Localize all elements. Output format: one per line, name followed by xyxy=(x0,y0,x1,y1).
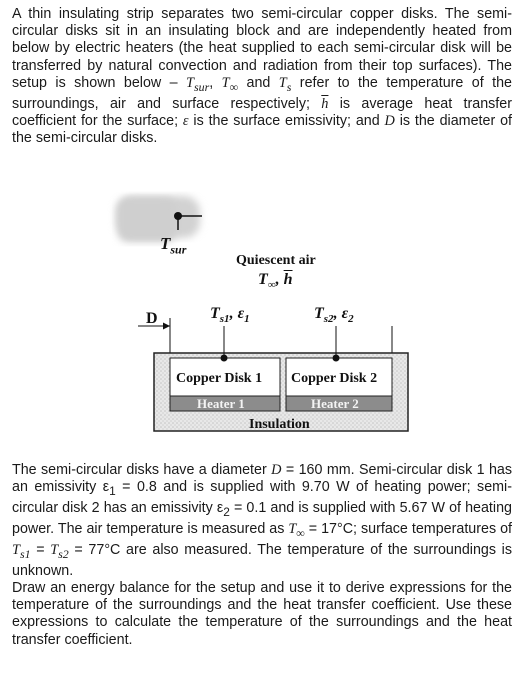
given-text-b: = 160 mm. Semi-circular disk 1 has an em… xyxy=(12,462,513,496)
setup-diagram: Tsur Quiescent air T∞, h D Ts1, ε1 Ts2, … xyxy=(0,190,522,452)
separator: , xyxy=(209,74,222,91)
heater-1-label: Heater 1 xyxy=(197,396,245,411)
given-text-a: The semi-circular disks have a diameter xyxy=(12,462,272,478)
disk-2-label: Copper Disk 2 xyxy=(291,371,378,386)
tsur-label: Tsur xyxy=(160,234,187,257)
intro-text-d: is the surface emissivity; and xyxy=(188,113,385,130)
disk-1-label: Copper Disk 1 xyxy=(176,371,263,386)
ts2-node xyxy=(332,354,340,362)
intro-paragraph: A thin insulating strip separates two se… xyxy=(12,6,512,147)
ts2-symbol: Ts2 xyxy=(50,542,69,562)
tinf-symbol: T∞ xyxy=(288,521,305,541)
air-properties-label: T∞, h xyxy=(258,271,293,292)
epsilon-1-symbol: ε1 xyxy=(102,479,116,499)
task-paragraph: Draw an energy balance for the setup and… xyxy=(12,580,512,648)
ts2-eps2-label: Ts2, ε2 xyxy=(314,305,354,326)
ts1-eps1-label: Ts1, ε1 xyxy=(210,305,250,326)
heater-2 xyxy=(285,395,393,412)
epsilon-symbol: ε xyxy=(182,113,189,130)
ts1-symbol: Ts1 xyxy=(12,542,31,562)
intro-text-a: A thin insulating strip separates two se… xyxy=(12,6,512,91)
intro-text-c: is average heat transfer coefficient for… xyxy=(12,95,512,130)
diameter-label: D xyxy=(146,310,158,327)
given-text-d: = 0.1 and is supplied with 5.67 W of hea… xyxy=(12,500,512,538)
separator: and xyxy=(238,74,279,91)
given-data-paragraph: The semi-circular disks have a diameter … xyxy=(12,462,512,581)
given-text-f: = xyxy=(30,542,51,559)
heater-1 xyxy=(169,395,281,412)
insulation-label: Insulation xyxy=(249,417,310,432)
intro-text-b: refer to the temperature of the surround… xyxy=(12,74,512,112)
tinf-symbol: T∞ xyxy=(221,74,239,94)
surroundings-node xyxy=(174,212,182,220)
quiescent-air-label: Quiescent air xyxy=(236,253,316,268)
copper-disk-2 xyxy=(285,357,393,397)
surroundings-shape xyxy=(116,196,200,242)
diameter-symbol: D xyxy=(271,462,282,478)
hbar-symbol: h xyxy=(321,95,329,112)
ts-symbol: Ts xyxy=(278,74,292,94)
diameter-arrowhead xyxy=(163,322,170,330)
epsilon-2-symbol: ε2 xyxy=(216,500,230,520)
given-text-g: = 77°C are also measured. The temperatur… xyxy=(12,542,512,580)
intro-text-e: is the diameter of the semi-circular dis… xyxy=(12,113,512,147)
given-text-c: = 0.8 and is supplied with 9.70 W of hea… xyxy=(12,479,512,517)
tsur-symbol: Tsur xyxy=(186,74,210,94)
diameter-symbol: D xyxy=(384,113,395,130)
ts1-node xyxy=(220,354,228,362)
heater-2-label: Heater 2 xyxy=(311,396,359,411)
copper-disk-1 xyxy=(169,357,281,397)
setup-diagram-svg xyxy=(116,196,409,432)
given-text-e: = 17°C; surface temperatures of xyxy=(304,521,513,538)
